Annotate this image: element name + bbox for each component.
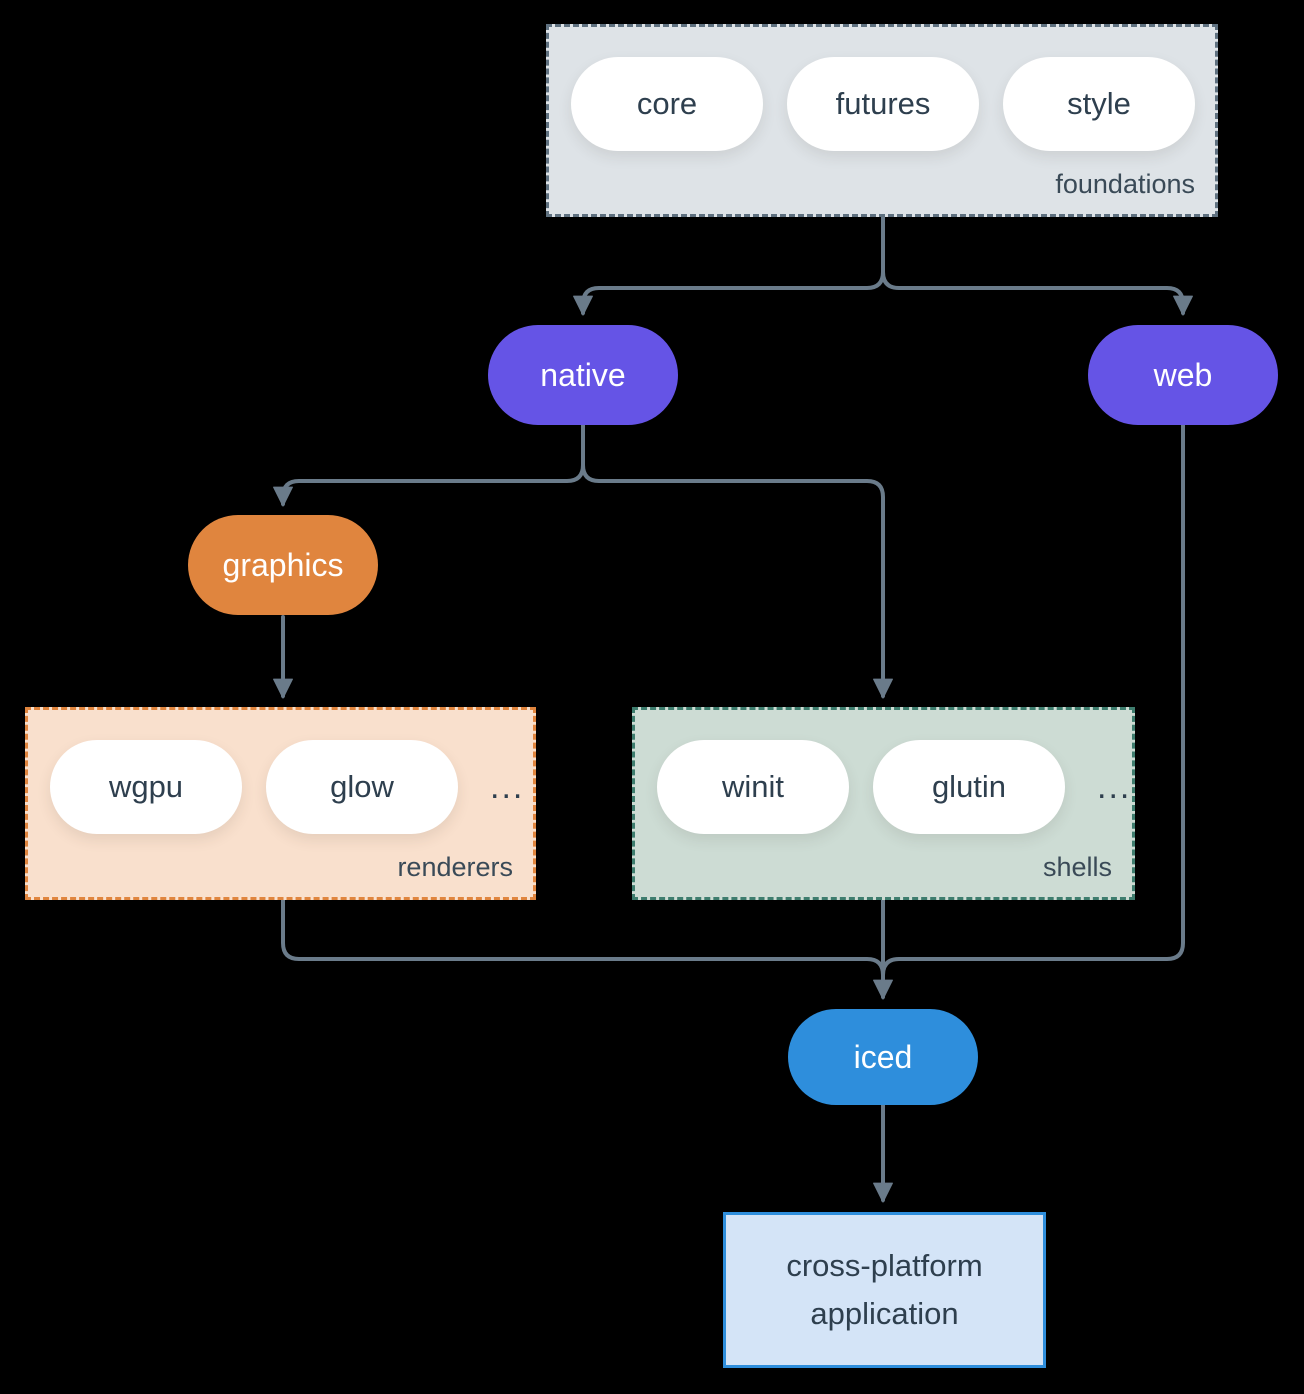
edge-native-shells xyxy=(581,463,893,699)
node-glow-label: glow xyxy=(330,769,394,804)
node-native-label: native xyxy=(540,356,626,393)
node-core: core xyxy=(571,57,763,151)
node-core-label: core xyxy=(636,86,698,121)
foundations-pill-row: core futures style xyxy=(549,27,1215,151)
node-style-label: style xyxy=(1067,86,1131,121)
renderers-pill-row: wgpu glow ... xyxy=(28,710,533,834)
foundations-group-label: foundations xyxy=(1055,169,1195,199)
node-graphics: graphics xyxy=(188,515,378,615)
shells-pill-row: winit glutin ... xyxy=(635,710,1132,834)
node-winit-label: winit xyxy=(721,769,784,804)
edge-foundations-web xyxy=(881,270,1193,316)
group-renderers: wgpu glow ... renderers xyxy=(25,707,536,900)
node-futures-label: futures xyxy=(835,86,931,121)
node-iced: iced xyxy=(788,1009,978,1105)
node-glutin: glutin xyxy=(873,740,1065,834)
shells-group-label: shells xyxy=(1042,852,1112,882)
node-wgpu-label: wgpu xyxy=(108,769,184,804)
group-shells: winit glutin ... shells xyxy=(632,707,1135,900)
node-wgpu: wgpu xyxy=(50,740,242,834)
node-application-label: cross-platform application xyxy=(786,1247,983,1331)
group-foundations: core futures style foundations xyxy=(546,24,1218,217)
edge-native-graphics xyxy=(273,423,585,507)
node-native: native xyxy=(488,325,678,425)
node-web: web xyxy=(1088,325,1278,425)
node-graphics-label: graphics xyxy=(222,546,344,583)
renderers-group-label: renderers xyxy=(397,852,513,882)
node-glow: glow xyxy=(266,740,458,834)
edge-foundations-native xyxy=(573,215,885,316)
node-futures: futures xyxy=(787,57,979,151)
node-winit: winit xyxy=(657,740,849,834)
node-glutin-label: glutin xyxy=(931,769,1007,804)
renderers-ellipsis: ... xyxy=(490,767,525,806)
node-web-label: web xyxy=(1153,356,1213,393)
edge-renderers-iced xyxy=(281,898,885,977)
node-application: cross-platform application xyxy=(723,1212,1046,1368)
shells-ellipsis: ... xyxy=(1097,767,1132,806)
node-style: style xyxy=(1003,57,1195,151)
node-iced-label: iced xyxy=(853,1038,913,1075)
